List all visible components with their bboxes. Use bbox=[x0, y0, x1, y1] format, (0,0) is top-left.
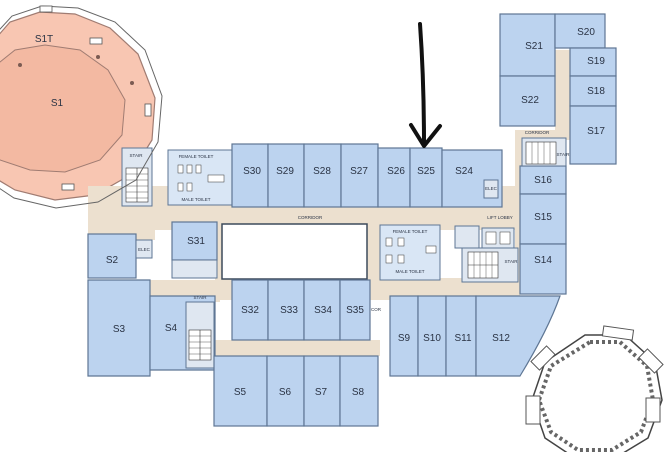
room-label-s18: S18 bbox=[587, 86, 605, 97]
label-elec-west: ELEC bbox=[138, 247, 151, 252]
room-s26[interactable] bbox=[377, 147, 411, 208]
room-s19[interactable] bbox=[569, 47, 617, 77]
room-label-s1t: S1T bbox=[35, 34, 53, 45]
room-s31[interactable] bbox=[171, 221, 218, 261]
room-label-s17: S17 bbox=[587, 126, 605, 137]
stair-steps-nw bbox=[125, 167, 149, 203]
column-marker bbox=[130, 81, 134, 85]
northeast-wing: S21 S22 S20 S19 S18 S17 bbox=[499, 13, 617, 165]
room-s34[interactable] bbox=[303, 279, 341, 341]
room-s7[interactable] bbox=[303, 355, 341, 427]
room-label-s5: S5 bbox=[234, 387, 247, 398]
label-cor-small: COR bbox=[371, 307, 382, 312]
room-s12[interactable] bbox=[475, 295, 561, 377]
room-label-s31: S31 bbox=[187, 236, 205, 247]
toilet-block-north[interactable] bbox=[167, 149, 233, 206]
room-label-s34: S34 bbox=[314, 305, 332, 316]
label-stair-sw: STAIR bbox=[194, 295, 208, 300]
room-s29[interactable] bbox=[267, 143, 305, 208]
room-s33[interactable] bbox=[267, 279, 305, 341]
label-stair-e: STAIR bbox=[505, 259, 519, 264]
room-s5[interactable] bbox=[213, 355, 268, 427]
room-label-s32: S32 bbox=[241, 305, 259, 316]
room-s28[interactable] bbox=[303, 143, 342, 208]
room-label-s33: S33 bbox=[280, 305, 298, 316]
column-marker bbox=[96, 55, 100, 59]
room-label-s6: S6 bbox=[279, 387, 292, 398]
label-male-toilet-center: MALE TOILET bbox=[395, 269, 424, 274]
label-male-toilet-north: MALE TOILET bbox=[181, 197, 210, 202]
room-label-s22: S22 bbox=[521, 95, 539, 106]
room-label-s30: S30 bbox=[243, 166, 261, 177]
room-label-s12: S12 bbox=[492, 333, 510, 344]
room-label-s16: S16 bbox=[534, 175, 552, 186]
room-label-s26: S26 bbox=[387, 166, 405, 177]
room-s14[interactable] bbox=[519, 243, 567, 295]
room-label-s20: S20 bbox=[577, 27, 595, 38]
label-corridor-east: CORRIDOR bbox=[525, 130, 550, 135]
elec-room-west[interactable] bbox=[135, 239, 153, 259]
room-label-s25: S25 bbox=[417, 166, 435, 177]
room-s1[interactable] bbox=[0, 44, 126, 173]
room-label-s27: S27 bbox=[350, 166, 368, 177]
room-label-s29: S29 bbox=[276, 166, 294, 177]
room-label-s24: S24 bbox=[455, 166, 473, 177]
annotation-arrow bbox=[409, 22, 442, 148]
room-label-s28: S28 bbox=[313, 166, 331, 177]
octagon-pavilion[interactable] bbox=[525, 325, 664, 452]
rotunda-outline bbox=[0, 5, 163, 209]
room-label-s9: S9 bbox=[398, 333, 411, 344]
lift-lobby[interactable]: STAIR bbox=[454, 225, 519, 283]
room-s30[interactable] bbox=[231, 143, 269, 208]
room-s35[interactable] bbox=[339, 279, 371, 341]
room-s6[interactable] bbox=[266, 355, 305, 427]
central-south: S32 S33 S34 S35 COR bbox=[231, 279, 382, 341]
room-label-s3: S3 bbox=[113, 324, 126, 335]
west-wing: S2 ELEC S31 S3 S4 STAIR bbox=[87, 221, 218, 377]
room-s2[interactable] bbox=[87, 233, 137, 279]
room-s8[interactable] bbox=[339, 355, 379, 427]
room-label-s8: S8 bbox=[352, 387, 365, 398]
label-female-toilet-north: FEMALE TOILET bbox=[179, 154, 214, 159]
room-s9[interactable] bbox=[389, 295, 419, 377]
room-label-s19: S19 bbox=[587, 56, 605, 67]
rotunda-s1[interactable]: S1T S1 bbox=[0, 11, 156, 201]
room-label-s4: S4 bbox=[165, 323, 178, 334]
room-label-s7: S7 bbox=[315, 387, 328, 398]
room-s22[interactable] bbox=[499, 75, 556, 127]
room-label-s21: S21 bbox=[525, 41, 543, 52]
elec-room-east[interactable] bbox=[483, 179, 499, 199]
room-s25[interactable] bbox=[409, 147, 443, 208]
room-label-s14: S14 bbox=[534, 255, 552, 266]
room-s10[interactable] bbox=[417, 295, 447, 377]
room-label-s15: S15 bbox=[534, 212, 552, 223]
label-elec-east: ELEC bbox=[485, 186, 498, 191]
room-label-s1: S1 bbox=[51, 98, 64, 109]
label-corridor-main: CORRIDOR bbox=[298, 215, 323, 220]
label-stair-nw: STAIR bbox=[130, 153, 144, 158]
room-s32[interactable] bbox=[231, 279, 269, 341]
stair-steps-sw bbox=[188, 329, 212, 361]
room-s20[interactable] bbox=[554, 13, 606, 49]
room-label-s2: S2 bbox=[106, 255, 119, 266]
room-label-s10: S10 bbox=[423, 333, 441, 344]
room-label-s11: S11 bbox=[454, 333, 471, 344]
label-female-toilet-center: FEMALE TOILET bbox=[393, 229, 428, 234]
column-marker bbox=[18, 63, 22, 67]
label-lift-lobby: LIFT LOBBY bbox=[487, 215, 512, 220]
toilet-block-center[interactable]: FEMALE TOILET MALE TOILET bbox=[379, 224, 441, 281]
east-wing: S16 S15 S14 STAIR bbox=[519, 137, 571, 295]
room-s27[interactable] bbox=[340, 143, 379, 208]
room-label-s35: S35 bbox=[346, 305, 364, 316]
label-stair-ne: STAIR bbox=[557, 152, 571, 157]
south-wing: S5 S6 S7 S8 bbox=[213, 355, 379, 427]
southeast-wing: S9 S10 S11 S12 bbox=[389, 295, 561, 377]
room-s3[interactable] bbox=[87, 279, 151, 377]
lift-west[interactable] bbox=[171, 259, 218, 279]
north-wing: FEMALE TOILET MALE TOILET ELEC S30 S29 S… bbox=[121, 143, 503, 208]
room-s17[interactable] bbox=[569, 105, 617, 165]
